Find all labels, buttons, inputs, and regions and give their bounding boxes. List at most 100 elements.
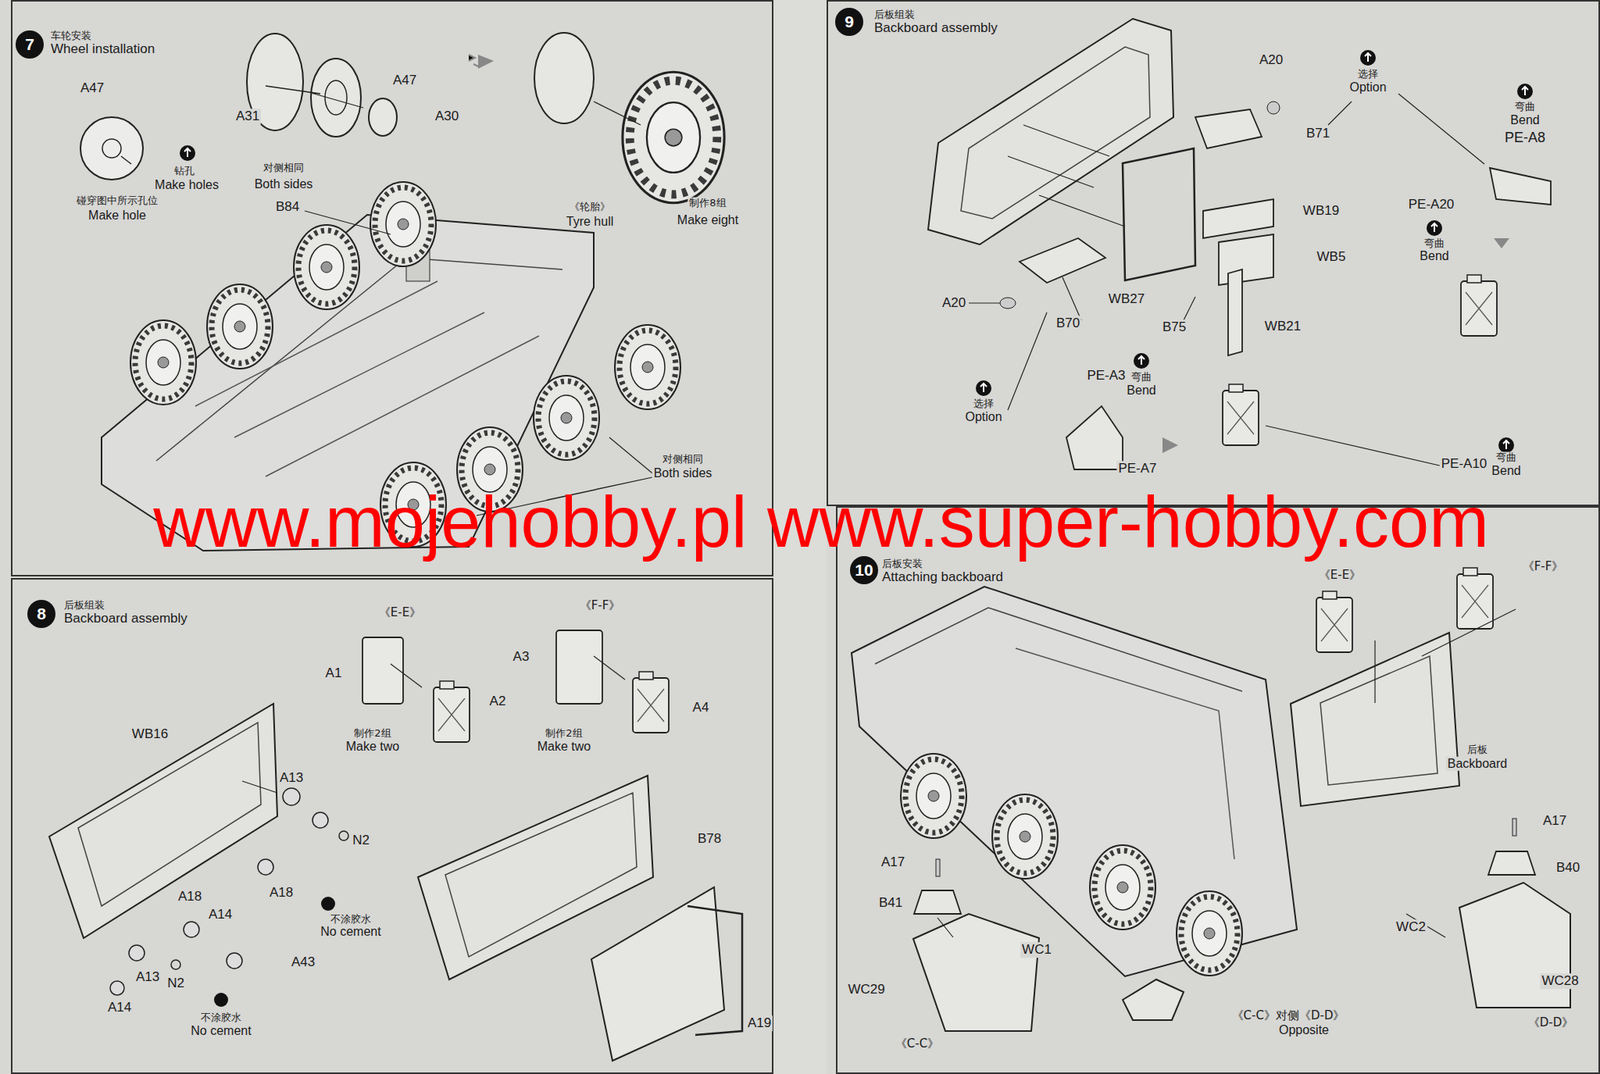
part-label: WB19: [1301, 203, 1341, 219]
note-chinese: 《E-E》: [1317, 568, 1363, 583]
part-label: A20: [940, 295, 968, 311]
note-chinese: 钻孔: [172, 165, 197, 178]
note-chinese: 《F-F》: [1521, 560, 1566, 574]
step-number: 8: [27, 600, 56, 629]
note-english: No cement: [189, 1024, 253, 1039]
step-heading: 后板组装Backboard assembly: [64, 599, 188, 626]
part-label: A13: [278, 770, 305, 786]
note-chinese: 选择: [971, 398, 996, 411]
part-label: A47: [78, 80, 106, 97]
note-english: Option: [1347, 80, 1388, 95]
note-chinese: 不涂胶水: [199, 1012, 243, 1025]
step-panel: 后板组装Backboard assembly 9: [826, 0, 1600, 507]
note-chinese: 不涂胶水: [328, 914, 373, 926]
note-chinese: 《F-F》: [578, 599, 623, 613]
note-chinese: 选择: [1356, 68, 1380, 81]
note-english: No cement: [318, 925, 383, 940]
step-number-text: 7: [25, 35, 35, 54]
part-label: A17: [1541, 813, 1568, 829]
note-english: Both sides: [253, 177, 315, 192]
part-label: WC2: [1394, 919, 1428, 936]
part-label: A30: [433, 108, 461, 125]
note-chinese: 制作2组: [352, 728, 393, 740]
part-label: WB21: [1263, 318, 1303, 335]
part-label: A2: [488, 693, 508, 710]
part-label: A14: [106, 1000, 133, 1016]
heading-english: Backboard assembly: [874, 20, 998, 36]
note-chinese: 弯曲: [1494, 452, 1518, 465]
heading-chinese: 后板安装: [882, 557, 1004, 570]
part-label: PE-A3: [1085, 367, 1127, 384]
step-panel: 后板安装Attaching backboard 10: [835, 506, 1600, 1074]
note-chinese: 《C-C》对侧《D-D》: [1230, 1009, 1347, 1023]
note-english: Make two: [344, 739, 401, 754]
part-label: WC28: [1539, 973, 1580, 990]
part-label: A1: [324, 665, 344, 682]
part-label: B40: [1554, 860, 1582, 876]
part-label: B84: [274, 199, 301, 215]
step-number: 10: [850, 556, 879, 585]
part-label: WC29: [846, 982, 886, 998]
part-label: A17: [879, 854, 907, 871]
part-label: PE-A10: [1439, 456, 1490, 472]
part-label: PE-A20: [1407, 196, 1457, 213]
part-label: A3: [511, 649, 532, 665]
part-label: WB16: [130, 726, 170, 743]
note-chinese: 对侧相同: [261, 162, 306, 175]
step-heading: 车轮安装Wheel installation: [50, 29, 155, 57]
heading-english: Backboard assembly: [64, 610, 188, 626]
note-chinese: 后板: [1465, 744, 1490, 757]
part-label: PE-A8: [1503, 129, 1547, 147]
note-english: Opposite: [1277, 1023, 1331, 1038]
part-label: B70: [1054, 315, 1082, 332]
part-label: A4: [691, 700, 711, 716]
note-english: Tyre hull: [564, 214, 615, 229]
note-chinese: 弯曲: [1422, 238, 1447, 250]
part-label: A19: [746, 1015, 773, 1032]
heading-chinese: 后板组装: [64, 599, 188, 611]
part-label: B71: [1304, 125, 1332, 142]
note-english: Bend: [1489, 464, 1522, 479]
part-label: B41: [877, 895, 904, 911]
note-chinese: 《D-D》: [1526, 1016, 1576, 1030]
heading-english: Attaching backboard: [882, 569, 1004, 585]
step-number: 7: [15, 30, 44, 59]
heading-chinese: 后板组装: [874, 8, 998, 21]
note-chinese: 弯曲: [1513, 101, 1537, 114]
note-english: Make two: [535, 739, 593, 754]
part-label: A43: [289, 954, 317, 971]
note-chinese: 制作2组: [543, 728, 584, 740]
part-label: A18: [176, 889, 204, 905]
note-chinese: 《轮胎》: [567, 201, 612, 214]
part-label: A47: [391, 72, 418, 89]
heading-english: Wheel installation: [50, 41, 155, 57]
note-english: Bend: [1508, 113, 1541, 128]
note-chinese: 对侧相同: [660, 453, 705, 466]
part-label: A18: [267, 885, 295, 901]
part-label: N2: [165, 975, 186, 992]
note-english: Bend: [1417, 249, 1450, 264]
step-number-text: 10: [854, 560, 873, 580]
note-english: Both sides: [652, 466, 715, 481]
step-number: 9: [835, 7, 864, 36]
heading-chinese: 车轮安装: [50, 29, 155, 42]
step-heading: 后板安装Attaching backboard: [882, 557, 1004, 585]
part-label: A20: [1257, 52, 1285, 68]
part-label: A13: [134, 969, 161, 986]
part-label: B75: [1160, 319, 1188, 336]
part-label: PE-A7: [1116, 460, 1158, 477]
note-chinese: 《C-C》: [893, 1037, 941, 1051]
part-label: A31: [234, 108, 261, 125]
watermark: www.mojehobby.pl www.super-hobby.com: [153, 485, 1490, 558]
step-heading: 后板组装Backboard assembly: [874, 8, 998, 36]
part-label: B78: [696, 831, 723, 847]
note-english: Backboard: [1446, 757, 1510, 772]
step-number-text: 8: [36, 604, 47, 624]
note-chinese: 碰穿图中所示孔位: [75, 195, 160, 208]
note-chinese: 《E-E》: [377, 606, 423, 620]
part-label: WC1: [1020, 942, 1054, 958]
note-chinese: 制作8组: [687, 197, 728, 210]
note-english: Bend: [1125, 383, 1158, 398]
note-english: Make holes: [153, 178, 221, 193]
note-chinese: 弯曲: [1129, 371, 1154, 384]
